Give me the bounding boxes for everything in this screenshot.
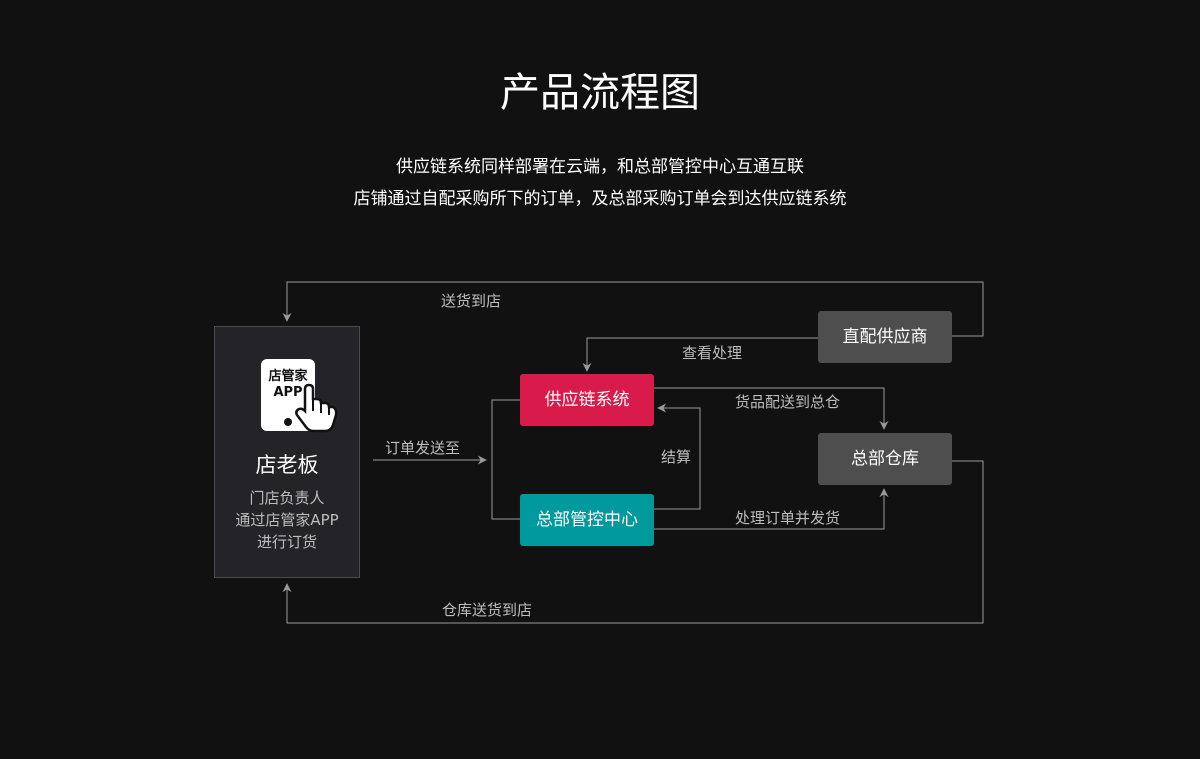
- edge-settlement: [654, 403, 701, 510]
- node-direct-supplier: 直配供应商: [818, 311, 952, 363]
- node-supply-chain-system: 供应链系统: [520, 374, 654, 426]
- app-label: 店管家 APP: [268, 369, 308, 400]
- node-hq-warehouse: 总部仓库: [818, 433, 952, 485]
- node-hq-control-center: 总部管控中心: [520, 494, 654, 546]
- edge-supply-to-warehouse: [654, 387, 889, 430]
- page-title: 产品流程图: [500, 70, 700, 116]
- phone-hand-icon: 店管家 APP: [261, 359, 338, 433]
- edge-bracket: [491, 399, 520, 520]
- store-owner-title: 店老板: [255, 453, 319, 477]
- edge-supplier-to-store: [282, 281, 984, 337]
- label-view-process: 查看处理: [682, 344, 743, 362]
- label-settlement: 结算: [661, 448, 692, 466]
- edge-supplier-to-supply: [582, 337, 818, 372]
- edge-hq-to-warehouse: [654, 488, 889, 530]
- label-order-sent-to: 订单发送至: [385, 439, 461, 457]
- store-owner-description: 门店负责人 通过店管家APP 进行订货: [235, 489, 339, 551]
- label-goods-to-warehouse: 货品配送到总仓: [735, 393, 841, 411]
- subtitle-line-1: 供应链系统同样部署在云端，和总部管控中心互通互联: [396, 157, 804, 177]
- edge-warehouse-to-store: [282, 460, 984, 624]
- label-process-order-ship: 处理订单并发货: [735, 509, 841, 527]
- label-deliver-to-store: 送货到店: [441, 292, 502, 310]
- store-owner-card: 店管家 APP 店老板 门店负责人 通过店管家APP 进行订货: [214, 326, 360, 578]
- label-warehouse-deliver-to-store: 仓库送货到店: [442, 601, 533, 619]
- subtitle-line-2: 店铺通过自配采购所下的订单，及总部采购订单会到达供应链系统: [353, 189, 847, 209]
